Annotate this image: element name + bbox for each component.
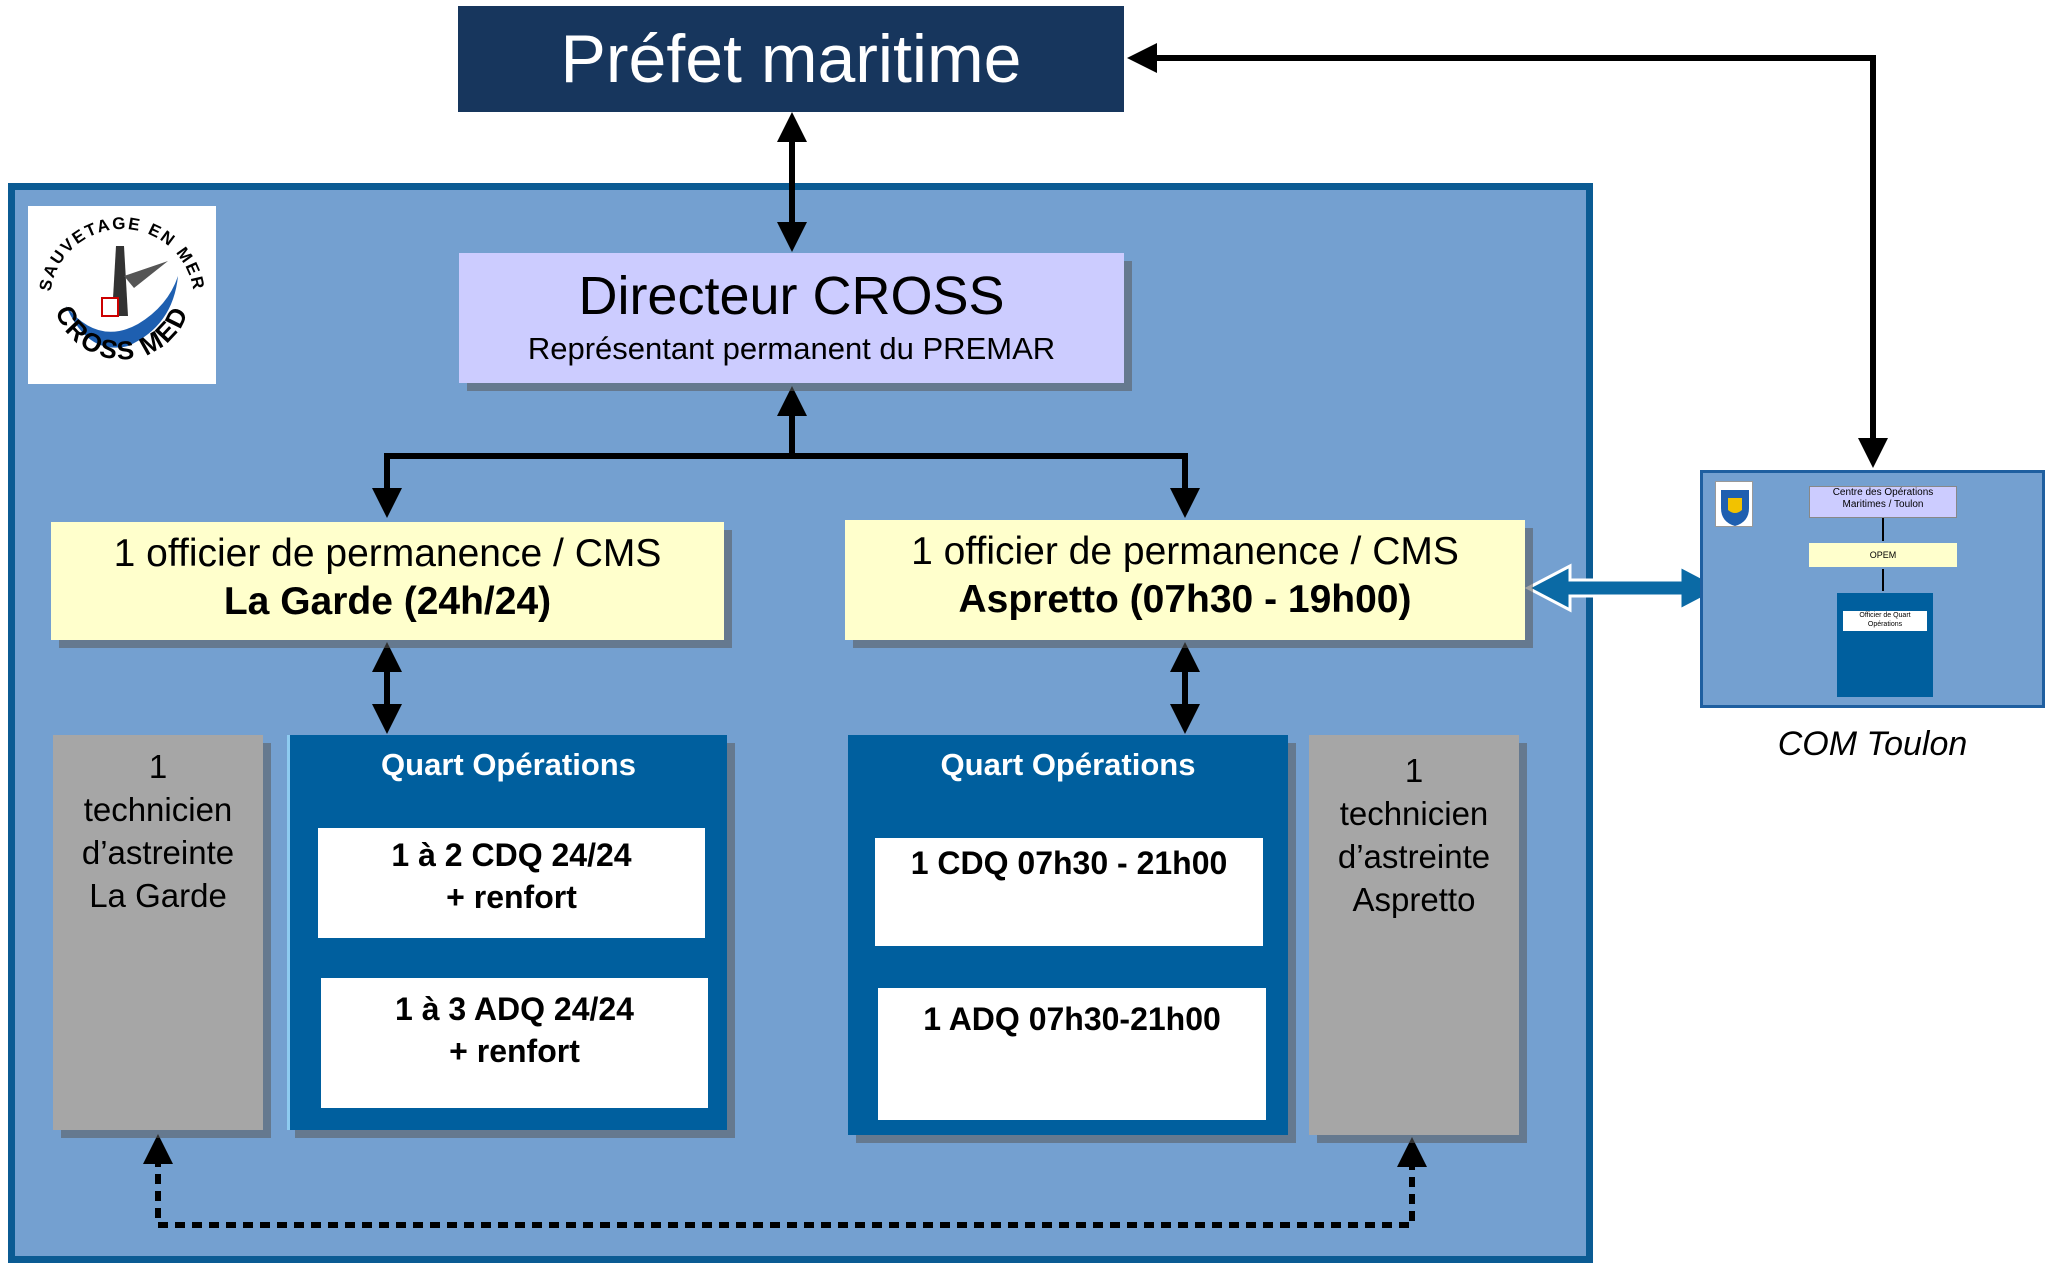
adq-la-garde-box: 1 à 3 ADQ 24/24 + renfort <box>321 978 708 1108</box>
arrow-technicians-dotted <box>143 1134 1427 1228</box>
directeur-title: Directeur CROSS <box>578 266 1005 326</box>
technician-aspretto-box: 1 technicien d’astreinte Aspretto <box>1309 735 1519 1135</box>
com-mini-opem-box: OPEM <box>1809 543 1957 567</box>
cross-med-logo: SAUVETAGE EN MER CROSS MED <box>28 206 216 384</box>
tech-la-garde-line: 1 <box>148 748 168 785</box>
cross-med-logo-icon: SAUVETAGE EN MER CROSS MED <box>36 214 207 366</box>
com-toulon-thumbnail: Centre des Opérations Maritimes / Toulon… <box>1700 470 2045 708</box>
prefet-title: Préfet maritime <box>560 21 1022 97</box>
arrow-directeur-officer-left <box>372 453 792 518</box>
directeur-subtitle: Représentant permanent du PREMAR <box>527 331 1056 366</box>
tech-aspretto-line: d’astreinte <box>1337 838 1491 875</box>
adq-la-garde-line2: + renfort <box>449 1033 580 1069</box>
officer-aspretto-line1: 1 officier de permanence / CMS <box>911 530 1459 573</box>
adq-aspretto-line1: 1 ADQ 07h30-21h00 <box>923 1001 1221 1037</box>
tech-aspretto-line: 1 <box>1404 752 1424 789</box>
tech-aspretto-line: Aspretto <box>1352 881 1476 918</box>
prefet-maritime-box: Préfet maritime <box>458 6 1124 112</box>
cdq-la-garde-box: 1 à 2 CDQ 24/24 + renfort <box>318 828 705 938</box>
cdq-aspretto-line1: 1 CDQ 07h30 - 21h00 <box>910 845 1228 881</box>
adq-la-garde-line1: 1 à 3 ADQ 24/24 <box>395 991 634 1027</box>
cdq-la-garde-line1: 1 à 2 CDQ 24/24 <box>391 837 632 873</box>
cdq-la-garde-line2: + renfort <box>446 879 577 915</box>
quart-operations-aspretto: Quart Opérations 1 CDQ 07h30 - 21h00 1 A… <box>848 735 1288 1135</box>
technician-la-garde-box: 1 technicien d’astreinte La Garde <box>53 735 263 1130</box>
arrow-prefet-com-toulon <box>1127 43 1888 468</box>
officer-la-garde-line1: 1 officier de permanence / CMS <box>113 532 662 575</box>
tech-la-garde-line: d’astreinte <box>81 834 235 871</box>
officer-la-garde-line2: La Garde (24h/24) <box>223 580 552 623</box>
com-toulon-crest-icon <box>1715 481 1753 527</box>
quart-operations-la-garde: Quart Opérations 1 à 2 CDQ 24/24 + renfo… <box>287 735 727 1130</box>
officer-aspretto-line2: Aspretto (07h30 - 19h00) <box>958 578 1412 621</box>
officer-aspretto-box: 1 officier de permanence / CMS Aspretto … <box>845 520 1525 640</box>
cdq-aspretto-box: 1 CDQ 07h30 - 21h00 <box>875 838 1263 946</box>
com-mini-centre-box: Centre des Opérations Maritimes / Toulon <box>1809 486 1957 518</box>
com-mini-officer-container: Officier de Quart Opérations <box>1837 593 1933 697</box>
adq-aspretto-box: 1 ADQ 07h30-21h00 <box>878 988 1266 1120</box>
quart-aspretto-title: Quart Opérations <box>940 747 1196 782</box>
tech-la-garde-line: technicien <box>83 791 233 828</box>
com-toulon-caption: COM Toulon <box>1777 725 1968 763</box>
officer-la-garde-box: 1 officier de permanence / CMS La Garde … <box>51 522 724 640</box>
directeur-cross-box: Directeur CROSS Représentant permanent d… <box>459 253 1124 383</box>
com-mini-connectors <box>1882 518 1884 591</box>
arrow-officer-right-com-toulon <box>1524 563 1726 613</box>
tech-la-garde-line: La Garde <box>89 877 227 914</box>
tech-aspretto-line: technicien <box>1339 795 1489 832</box>
arrow-directeur-officer-right <box>792 453 1200 518</box>
quart-la-garde-title: Quart Opérations <box>381 747 636 782</box>
com-mini-officer-box: Officier de Quart Opérations <box>1843 611 1927 631</box>
